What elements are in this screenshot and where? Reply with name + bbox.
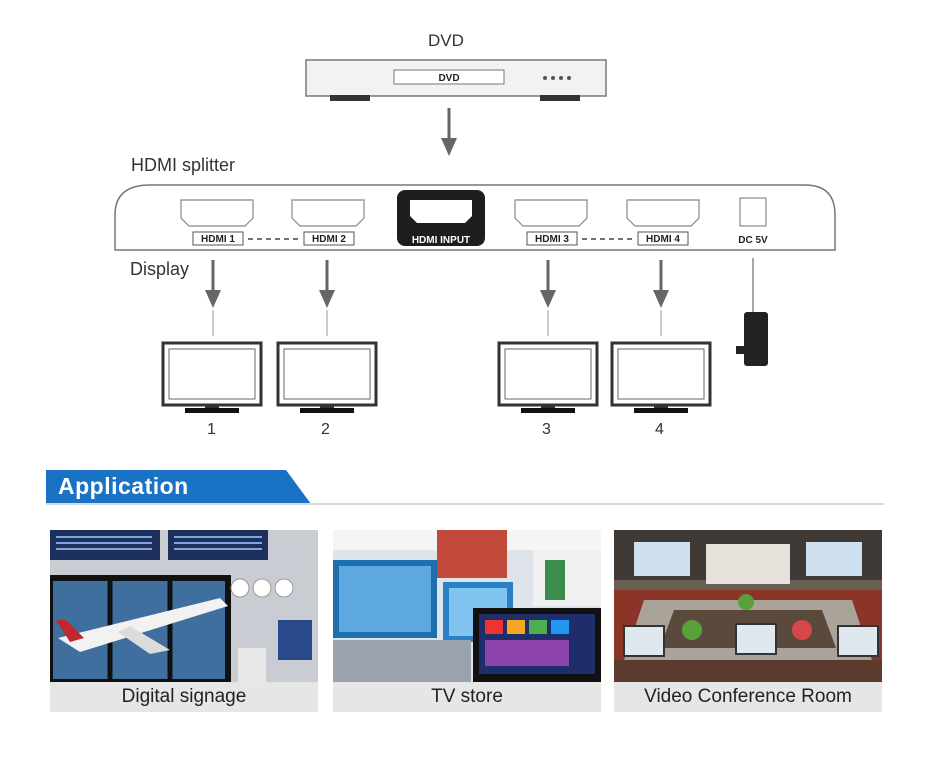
dvd-device-label: DVD <box>438 73 459 84</box>
monitor-number-2: 2 <box>321 421 330 438</box>
monitor-number-4: 4 <box>655 421 664 438</box>
splitter-label: HDMI splitter <box>131 155 236 175</box>
application-caption-2: TV store <box>333 682 601 712</box>
application-banner <box>46 470 311 504</box>
display-label: Display <box>130 259 190 279</box>
application-caption-1: Digital signage <box>50 682 318 712</box>
application-card-tv-store: TV store <box>333 530 601 712</box>
output-arrow-1 <box>205 260 221 336</box>
output-arrow-2 <box>319 260 335 336</box>
monitor-number-1: 1 <box>207 421 216 438</box>
tv-store-photo <box>333 530 601 682</box>
dc-port-icon <box>739 197 767 227</box>
hdmi-input-port-icon <box>397 190 485 246</box>
conference-room-photo <box>614 530 882 682</box>
monitor-number-3: 3 <box>542 421 551 438</box>
port-label-hdmi-input: HDMI INPUT <box>412 235 470 246</box>
airport-display-photo <box>50 530 318 682</box>
hdmi-port-1-icon <box>180 199 254 227</box>
application-card-digital-signage: Digital signage <box>50 530 318 712</box>
output-arrow-4 <box>653 260 669 336</box>
hdmi-port-2-icon <box>291 199 365 227</box>
application-caption-3: Video Conference Room <box>614 682 882 712</box>
section-divider <box>46 503 884 505</box>
dvd-player: DVD <box>305 59 607 101</box>
monitor-4 <box>610 341 712 413</box>
hdmi-splitter-diagram: DVD HDMI 1 HDMI 2 HDMI INPUT HD <box>114 59 836 413</box>
hdmi-port-4-icon <box>626 199 700 227</box>
port-label-hdmi2: HDMI 2 <box>312 234 346 245</box>
port-label-dc5v: DC 5V <box>738 235 768 246</box>
port-label-hdmi1: HDMI 1 <box>201 234 235 245</box>
monitor-1 <box>161 341 263 413</box>
input-arrow <box>441 108 457 156</box>
application-heading: Application <box>58 473 189 499</box>
hdmi-port-3-icon <box>514 199 588 227</box>
dvd-label: DVD <box>428 31 464 50</box>
output-arrow-3 <box>540 260 556 336</box>
power-adapter-icon <box>736 258 768 366</box>
port-label-hdmi3: HDMI 3 <box>535 234 569 245</box>
port-label-hdmi4: HDMI 4 <box>646 234 680 245</box>
application-card-conference-room: Video Conference Room <box>614 530 882 712</box>
monitor-2 <box>276 341 378 413</box>
monitor-3 <box>497 341 599 413</box>
